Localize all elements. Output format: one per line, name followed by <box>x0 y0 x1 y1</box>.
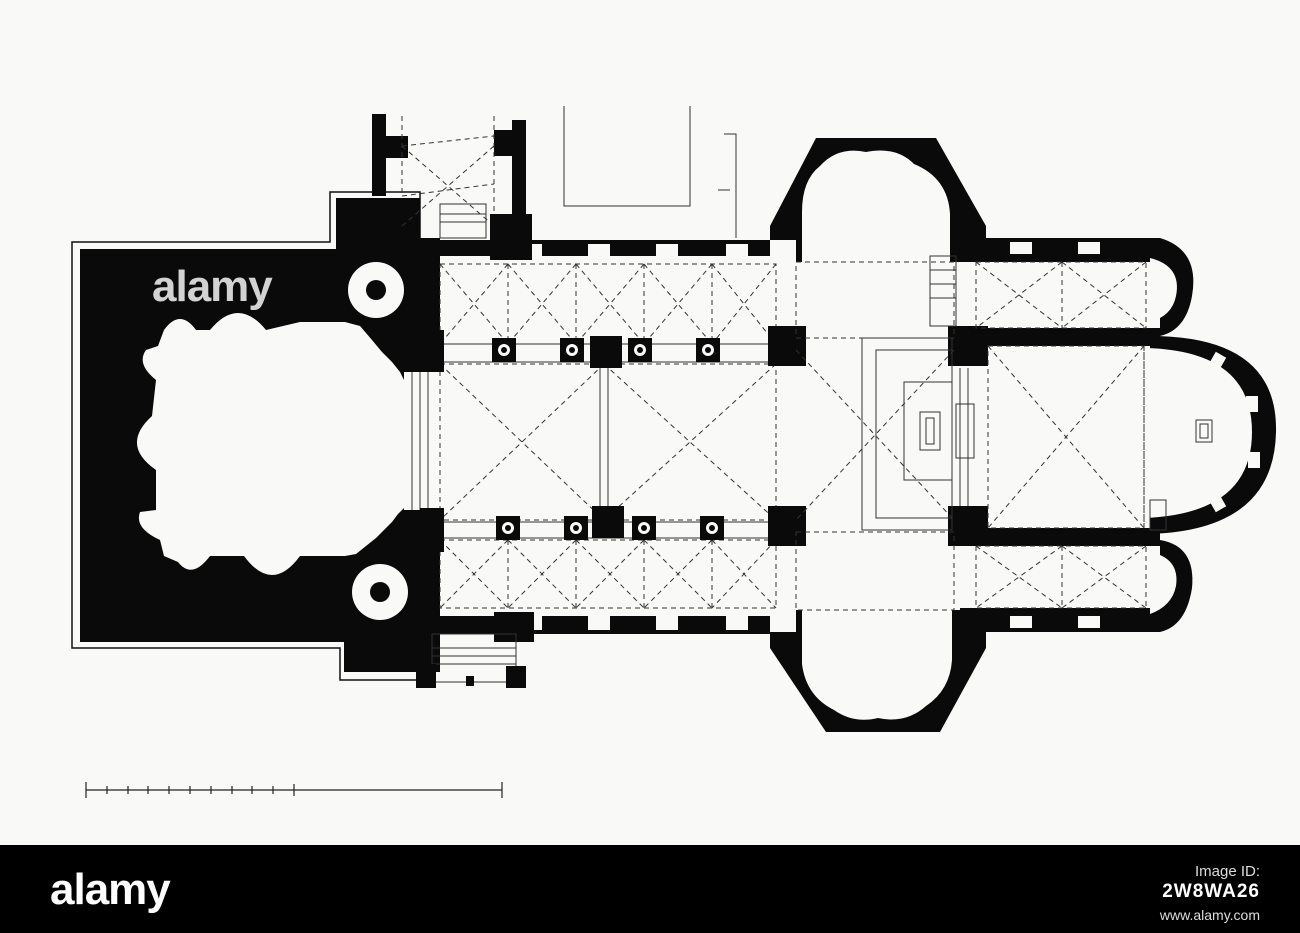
footer-logo: alamy <box>50 865 171 914</box>
image-id-label: Image ID: <box>1194 863 1260 880</box>
westwork-passage <box>404 372 440 510</box>
north-annex <box>372 106 737 239</box>
stair-south-core <box>370 582 390 602</box>
south-wall-inner <box>440 608 770 616</box>
scale-bar <box>85 782 503 798</box>
watermark: alamy <box>152 262 273 311</box>
westwork-hall <box>136 313 405 575</box>
nave <box>416 214 777 688</box>
nave-columns <box>492 336 724 540</box>
transept <box>768 138 988 732</box>
floor-plan-area: alamy <box>71 106 1277 798</box>
image-id: 2W8WA26 <box>1162 881 1260 902</box>
footer-bar: alamy Image ID: 2W8WA26 www.alamy.com <box>0 845 1300 933</box>
main-apse-interior <box>1144 348 1252 518</box>
westwork <box>71 191 440 681</box>
north-transept-apse <box>802 150 950 262</box>
north-wall-inner <box>440 256 770 264</box>
south-transept-apse <box>802 610 952 720</box>
choir <box>960 238 1277 632</box>
footer-url: www.alamy.com <box>1159 907 1260 923</box>
church-floor-plan <box>71 106 1277 798</box>
stair-north-core <box>366 280 386 300</box>
